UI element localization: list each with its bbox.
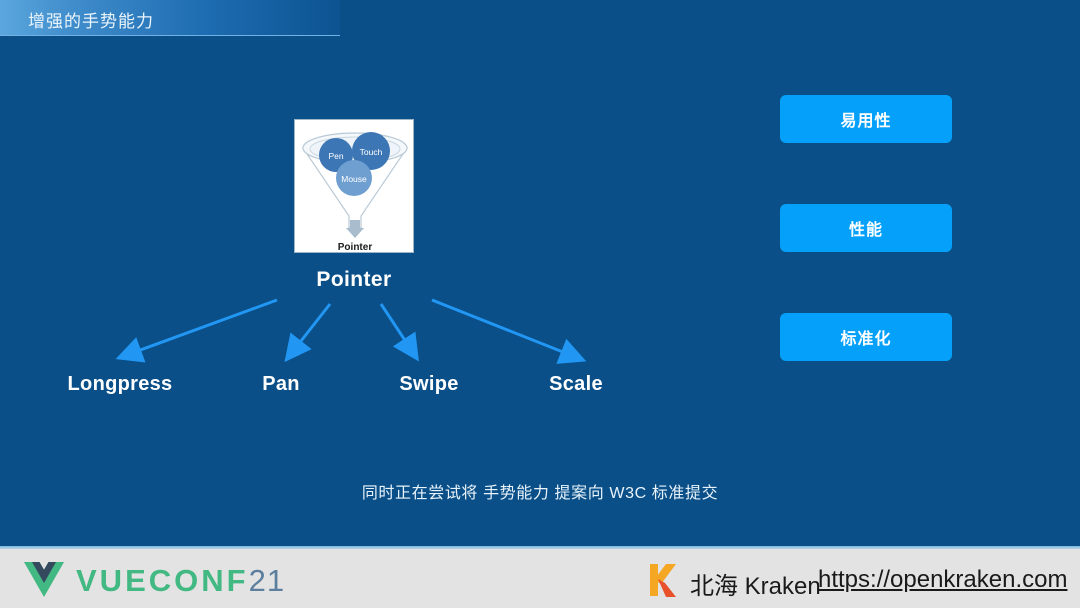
footer-divider [0, 546, 1080, 549]
circle-mouse [336, 160, 372, 196]
funnel-diagram-svg: Pen Touch Mouse Pointer [301, 132, 409, 253]
gesture-label-scale: Scale [549, 373, 603, 395]
circle-mouse-label: Mouse [341, 174, 367, 184]
vueconf-wordmark: VUECONF21 [76, 563, 285, 599]
funnel-pointer-label: Pointer [338, 242, 373, 253]
arrow-to-swipe [379, 303, 419, 362]
arrow-to-scale [431, 298, 587, 364]
vueconf-year: 21 [248, 563, 286, 598]
page-title: 增强的手势能力 [28, 12, 154, 31]
gesture-label-longpress: Longpress [67, 373, 173, 395]
circle-pen-label: Pen [328, 151, 343, 161]
kraken-brand-name: 北海 Kraken [690, 573, 821, 600]
arrow-to-longpress [115, 298, 278, 363]
slide-caption: 同时正在尝试将 手势能力 提案向 W3C 标准提交 [361, 485, 719, 502]
feature-pill-performance[interactable]: 性能 [780, 204, 952, 252]
slide-footer [0, 549, 1080, 608]
kraken-k-logo-icon [650, 564, 676, 597]
gesture-label-swipe: Swipe [399, 373, 459, 395]
pointer-heading: Pointer [316, 268, 392, 291]
slide-title-band: 增强的手势能力 [0, 0, 340, 35]
circle-touch [352, 132, 390, 170]
vueconf-brand: VUECONF [76, 563, 249, 598]
kraken-website-link[interactable]: https://openkraken.com [818, 566, 1068, 593]
circle-touch-label: Touch [360, 147, 383, 157]
down-arrow-icon [346, 220, 364, 238]
pointer-funnel-image: Pen Touch Mouse Pointer [294, 119, 414, 253]
feature-pill-standardization[interactable]: 标准化 [780, 313, 952, 361]
vue-logo-icon [24, 562, 64, 597]
feature-pill-usability[interactable]: 易用性 [780, 95, 952, 143]
arrow-to-pan [284, 303, 332, 363]
gesture-label-pan: Pan [262, 373, 300, 395]
